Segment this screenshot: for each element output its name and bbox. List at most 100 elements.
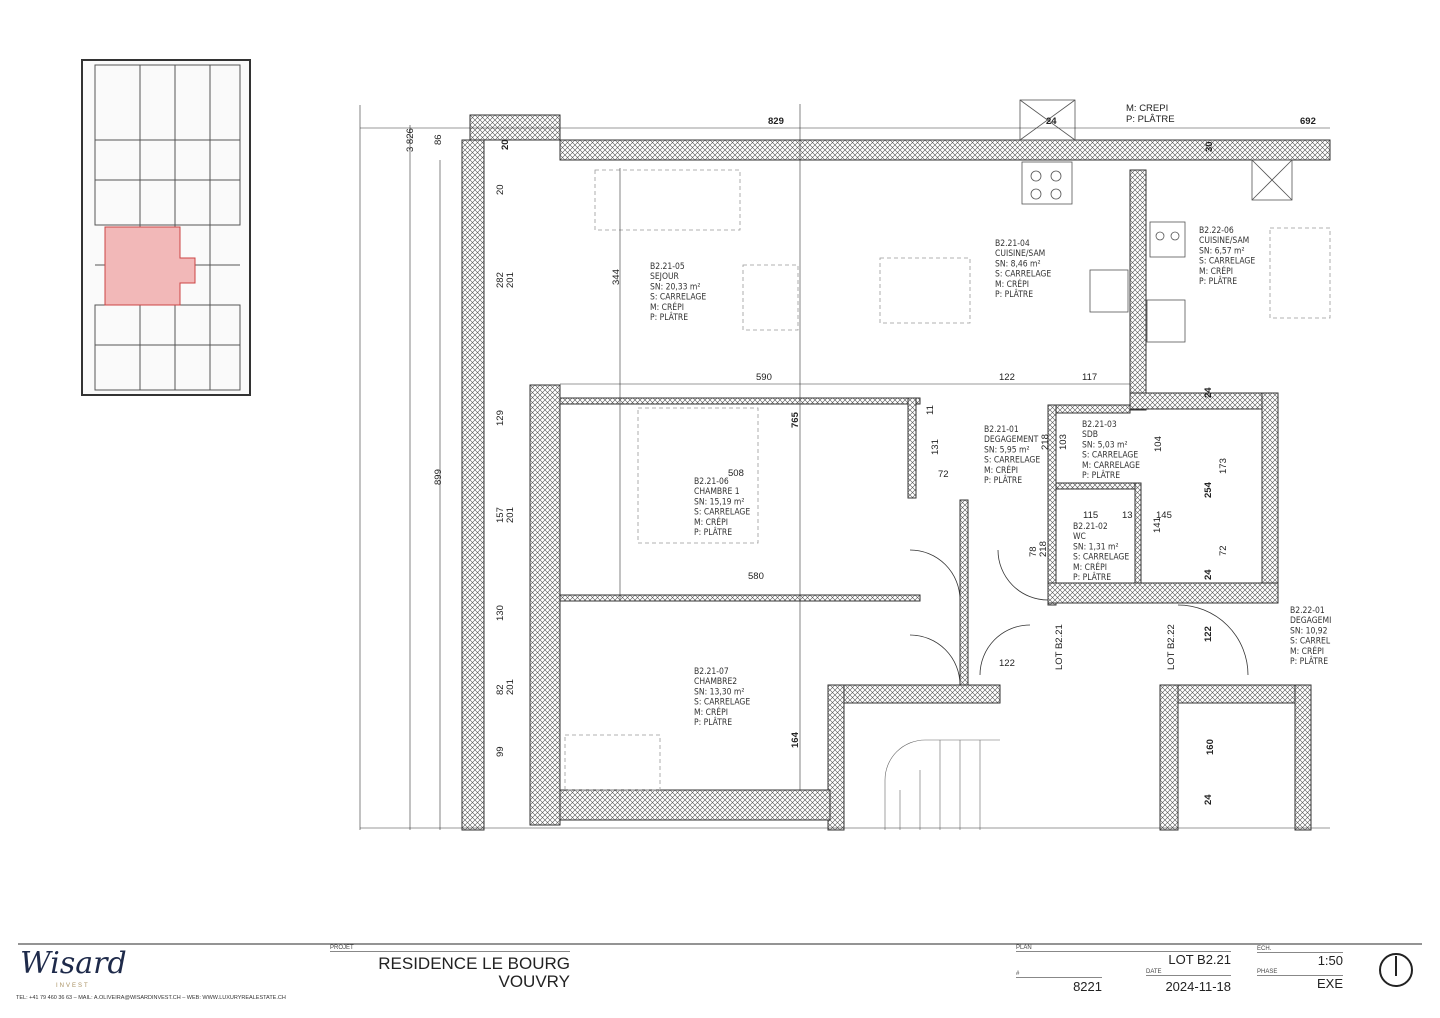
room-name: CHAMBRE2 <box>694 677 737 687</box>
brand-logo: Wisard <box>20 946 127 981</box>
dimension-label: 129 <box>495 410 506 426</box>
room-area: SN: 8,46 m² <box>995 259 1041 269</box>
room-p: P: PLÂTRE <box>1073 571 1111 583</box>
dimension-label: 99 <box>495 746 506 757</box>
dimension-label: 30 <box>1204 141 1215 152</box>
room-p: P: PLÂTRE <box>1290 655 1328 667</box>
dimension-label: 103 <box>1058 434 1069 450</box>
dimension-label: 141 <box>1152 517 1163 533</box>
room-name: DEGAGEMI <box>1290 616 1331 626</box>
room-name: SEJOUR <box>650 272 680 282</box>
dimension-label: 765 <box>790 411 801 428</box>
dimension-label: 254 <box>1203 481 1214 498</box>
dimension-label: 122 <box>999 658 1015 669</box>
room-m: M: CRÉPI <box>1073 561 1107 573</box>
dimension-label: 160 <box>1205 739 1216 755</box>
room-area: SN: 6,57 m² <box>1199 246 1245 256</box>
scale-label: ECH. <box>1257 946 1343 953</box>
number-value: 8221 <box>1073 979 1102 994</box>
room-id: B2.22-01 <box>1290 606 1325 616</box>
dimension-label: 86 <box>433 134 444 145</box>
dimension-label: 145 <box>1156 510 1172 521</box>
dimension-label: 131 <box>930 439 941 455</box>
room-id: B2.21-05 <box>650 262 685 272</box>
dimension-label: 157 <box>495 507 506 523</box>
walls <box>461 114 1331 831</box>
dimension-label: 282 <box>495 272 506 288</box>
kitchen-fixtures <box>1019 99 1293 343</box>
room-m: M: CRÉPI <box>650 301 684 313</box>
plan-value: LOT B2.21 <box>1168 952 1231 967</box>
room-s: S: CARREL <box>1290 637 1331 647</box>
room-id: B2.21-06 <box>694 477 729 487</box>
lot-label-b2-22: LOT B2.22 <box>1166 624 1177 670</box>
room-p: P: PLÂTRE <box>694 526 732 538</box>
top-note-line1: M: CREPI <box>1126 103 1168 114</box>
room-id: B2.22-06 <box>1199 226 1234 236</box>
date-label: DATE <box>1146 969 1231 976</box>
dimension-label: 130 <box>495 605 506 621</box>
room-m: M: CRÉPI <box>984 464 1018 476</box>
dimension-label: 20 <box>500 139 511 150</box>
dimension-label: 201 <box>505 507 516 523</box>
room-s: S: CARRELAGE <box>694 698 750 708</box>
dimension-label: 692 <box>1300 116 1316 127</box>
room-area: SN: 10,92 <box>1290 626 1328 636</box>
dimension-label: 218 <box>1038 541 1049 557</box>
dimension-label: 78 <box>1028 546 1039 557</box>
dimension-label: 122 <box>999 372 1015 383</box>
lot-label-b2-21: LOT B2.21 <box>1054 624 1065 670</box>
room-s: S: CARRELAGE <box>1073 553 1129 563</box>
room-m: M: CARRELAGE <box>1082 461 1140 471</box>
stairs <box>884 739 1000 830</box>
dimension-label: 104 <box>1153 436 1164 452</box>
room-area: SN: 13,30 m² <box>694 687 744 697</box>
date-value: 2024-11-18 <box>1165 979 1231 994</box>
room-area: SN: 5,03 m² <box>1082 440 1128 450</box>
dimension-label: 72 <box>1218 545 1229 556</box>
room-id: B2.21-04 <box>995 239 1030 249</box>
projet-label: PROJET <box>330 945 570 952</box>
room-name: CUISINE/SAM <box>1199 236 1249 246</box>
room-p: P: PLÂTRE <box>1082 469 1120 481</box>
contact-line: TEL: +41 79 460 36 63 – MAIL: A.OLIVEIRA… <box>16 995 286 1001</box>
furniture <box>564 169 1331 791</box>
dimension-label: 24 <box>1203 794 1214 805</box>
room-m: M: CRÉPI <box>1290 645 1324 657</box>
room-s: S: CARRELAGE <box>984 456 1040 466</box>
dimension-lines <box>359 104 1330 830</box>
north-arrow-icon <box>1379 953 1413 987</box>
room-s: S: CARRELAGE <box>650 293 706 303</box>
room-m: M: CRÉPI <box>1199 265 1233 277</box>
room-id: B2.21-02 <box>1073 522 1108 532</box>
dimension-label: 580 <box>748 571 764 582</box>
room-name: WC <box>1073 532 1086 542</box>
room-area: SN: 15,19 m² <box>694 497 744 507</box>
scale-value: 1:50 <box>1317 953 1343 968</box>
dimension-label: 24 <box>1046 116 1057 127</box>
dimension-label: 508 <box>728 468 744 479</box>
room-id: B2.21-07 <box>694 667 729 677</box>
number-label: # <box>1016 971 1102 978</box>
dimension-label: 115 <box>1083 510 1098 521</box>
dimension-label: 24 <box>1203 569 1214 580</box>
dimension-label: 201 <box>505 679 516 695</box>
room-p: P: PLÂTRE <box>984 474 1022 486</box>
room-s: S: CARRELAGE <box>694 508 750 518</box>
room-name: CHAMBRE 1 <box>694 487 740 497</box>
room-p: P: PLÂTRE <box>995 288 1033 300</box>
dimension-label: 218 <box>1040 434 1051 450</box>
room-s: S: CARRELAGE <box>1082 451 1138 461</box>
phase-label: PHASE <box>1257 969 1343 976</box>
dimension-label: 13 <box>1122 510 1133 521</box>
